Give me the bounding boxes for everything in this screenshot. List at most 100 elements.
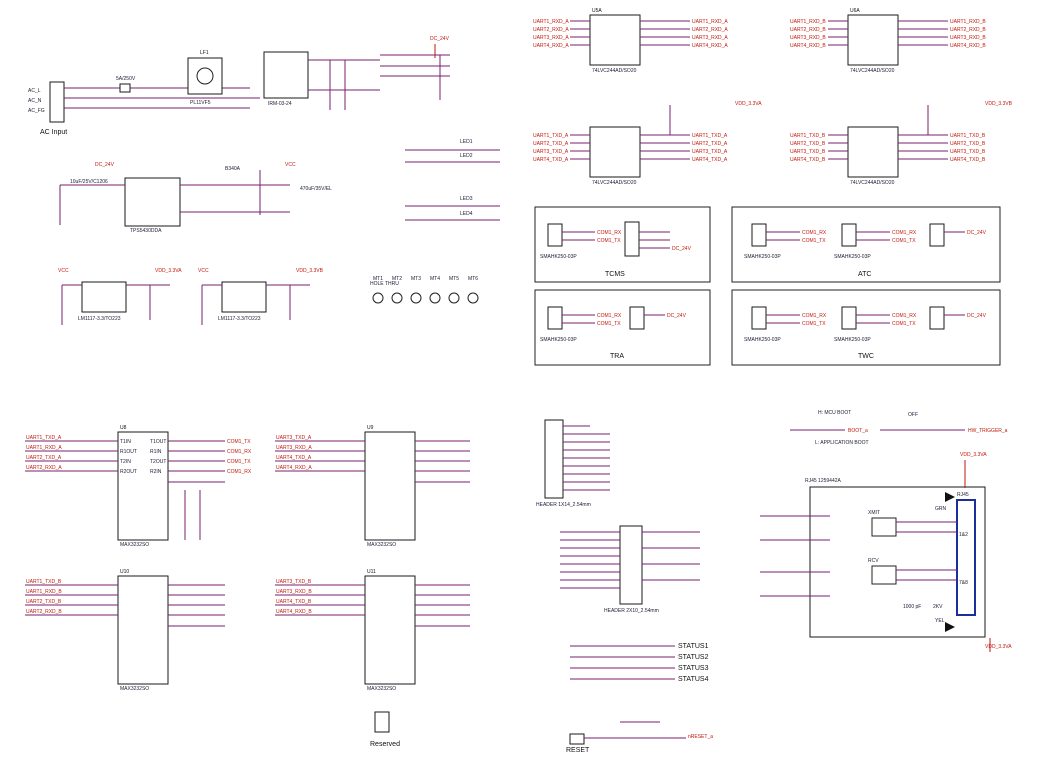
net-label: COM1_RX [227,449,252,455]
connector-part: SMAHK250-03P [834,337,871,343]
net-label: UART2_TXD_B [26,599,62,605]
fuse-label: 5A/250V [116,76,136,82]
rail-label: VDD_3.3VB [296,268,324,274]
net-label: UART4_TXD_A [533,157,569,163]
com-rx-label: COM1_RX [802,230,827,236]
led-label: LED2 [460,153,473,159]
ac-pin-label: AC_L [28,88,41,94]
connector-block [841,223,857,247]
net-label: UART3_TXD_A [692,149,728,155]
status-wires [570,645,675,680]
rail-label: VDD_3.3VA [985,644,1012,650]
net-label: UART4_TXD_B [950,157,986,163]
led-wires [405,149,500,221]
pin-label: T1OUT [150,439,166,445]
net-label: UART2_RXD_A [26,465,62,471]
com-tx-label: COM1_TX [802,321,826,327]
header-a-label: HEADER 1X14_2.54mm [536,502,591,508]
rail-label: VDD_3.3VA [155,268,182,274]
chip-label: U5A [592,8,602,14]
reset-net: nRESET_a [688,734,713,740]
power-section: AC_L AC_N AC_FG AC Input 5A/250V LF1 PL1… [28,36,500,325]
cap-label: 1000 pF [903,604,921,610]
connector-block [751,306,767,330]
rs232-chip [364,431,416,541]
hole-label: MT3 [411,276,421,282]
net-label: UART3_RXD_B [790,35,826,41]
volt-label: 2KV [933,604,943,610]
holes-label: HOLE THRU [370,281,399,287]
connector-block [751,223,767,247]
mcu-section: HEADER 1X14_2.54mm HEADER 2X10_2.54mm H:… [536,410,1008,754]
net-label: UART2_TXD_B [790,141,826,147]
rcv-label: RCV [868,558,879,564]
header-b-label: HEADER 2X10_2.54mm [604,608,659,614]
led-label: LED4 [460,211,473,217]
group-label: ATC [858,271,871,278]
ac-pin-label: AC_N [28,98,42,104]
group-label: TRA [610,353,624,360]
filter-part: PL11VF5 [190,100,211,106]
rcv-transformer [871,565,897,585]
status-label: STATUS4 [678,676,709,683]
com-tx-label: COM1_TX [892,321,916,327]
net-label: UART2_RXD_B [950,27,986,33]
pin-label: R2IN [150,469,162,475]
connector-part: SMAHK250-03P [744,337,781,343]
net-label: UART4_RXD_A [276,465,312,471]
reserved-label: Reserved [370,741,400,748]
com-rx-label: COM1_RX [597,230,622,236]
filter-coil [196,67,214,85]
net-label: UART3_TXD_A [533,149,569,155]
buffer-section: U5A 74LVC244AD/SO20 UART1_RXD_A UART2_RX… [533,8,1013,186]
net-label: UART1_RXD_B [950,19,986,25]
connector-block [547,306,563,330]
net-label: UART2_RXD_B [26,609,62,615]
header-a [544,419,564,499]
hole-label: MT2 [392,276,402,282]
pin-label: 7&8 [959,580,968,586]
connector-section: TCMS ATC TRA TWC SMAHK250-03P SMAHK250-0… [534,206,1001,366]
header-b [619,525,643,605]
cap-label: 470uF/35V/EL [300,186,332,192]
connector-block [929,306,945,330]
hole-label: MT4 [430,276,440,282]
net-label: UART1_RXD_B [790,19,826,25]
boot-title-l: L: APPLICATION BOOT [815,440,869,446]
ldo-a-part: LM1117-3.3/TO223 [78,316,121,322]
rs232-wires [275,584,470,627]
connector-box-tra [534,289,711,366]
net-label: UART4_TXD_A [276,455,312,461]
dc-net-label: DC_24V [667,313,687,319]
psu-part: IRM-03-24 [268,101,292,107]
ac-input-title: AC Input [40,129,67,136]
led-green-icon [945,492,955,502]
net-label: UART2_TXD_A [26,455,62,461]
rail-ticks [964,460,991,652]
chip-label: U8 [120,425,127,431]
reset-label: RESET [566,747,590,754]
line-filter [187,57,223,95]
filter-label: LF1 [200,50,209,56]
rs232-chip [364,575,416,685]
net-label: UART4_TXD_B [790,157,826,163]
connector-block [547,223,563,247]
net-label: UART3_TXD_B [950,149,986,155]
ac-pin-label: AC_FG [28,108,45,114]
net-label: COM1_TX [227,439,251,445]
net-label: UART2_RXD_B [790,27,826,33]
pin-label: R2OUT [120,469,137,475]
boot-net: BOOT_a [848,428,868,434]
rj45-label: RJ45 [957,492,969,498]
buffer-d-wires [828,105,948,160]
net-label: UART2_RXD_A [692,27,728,33]
pin-label: T2OUT [150,459,166,465]
connector-block [629,306,645,330]
ac-connector [49,81,65,123]
pin-label: 1&2 [959,532,968,538]
connector-block [929,223,945,247]
rs232-chip [117,575,169,685]
connector-part: SMAHK250-03P [834,254,871,260]
